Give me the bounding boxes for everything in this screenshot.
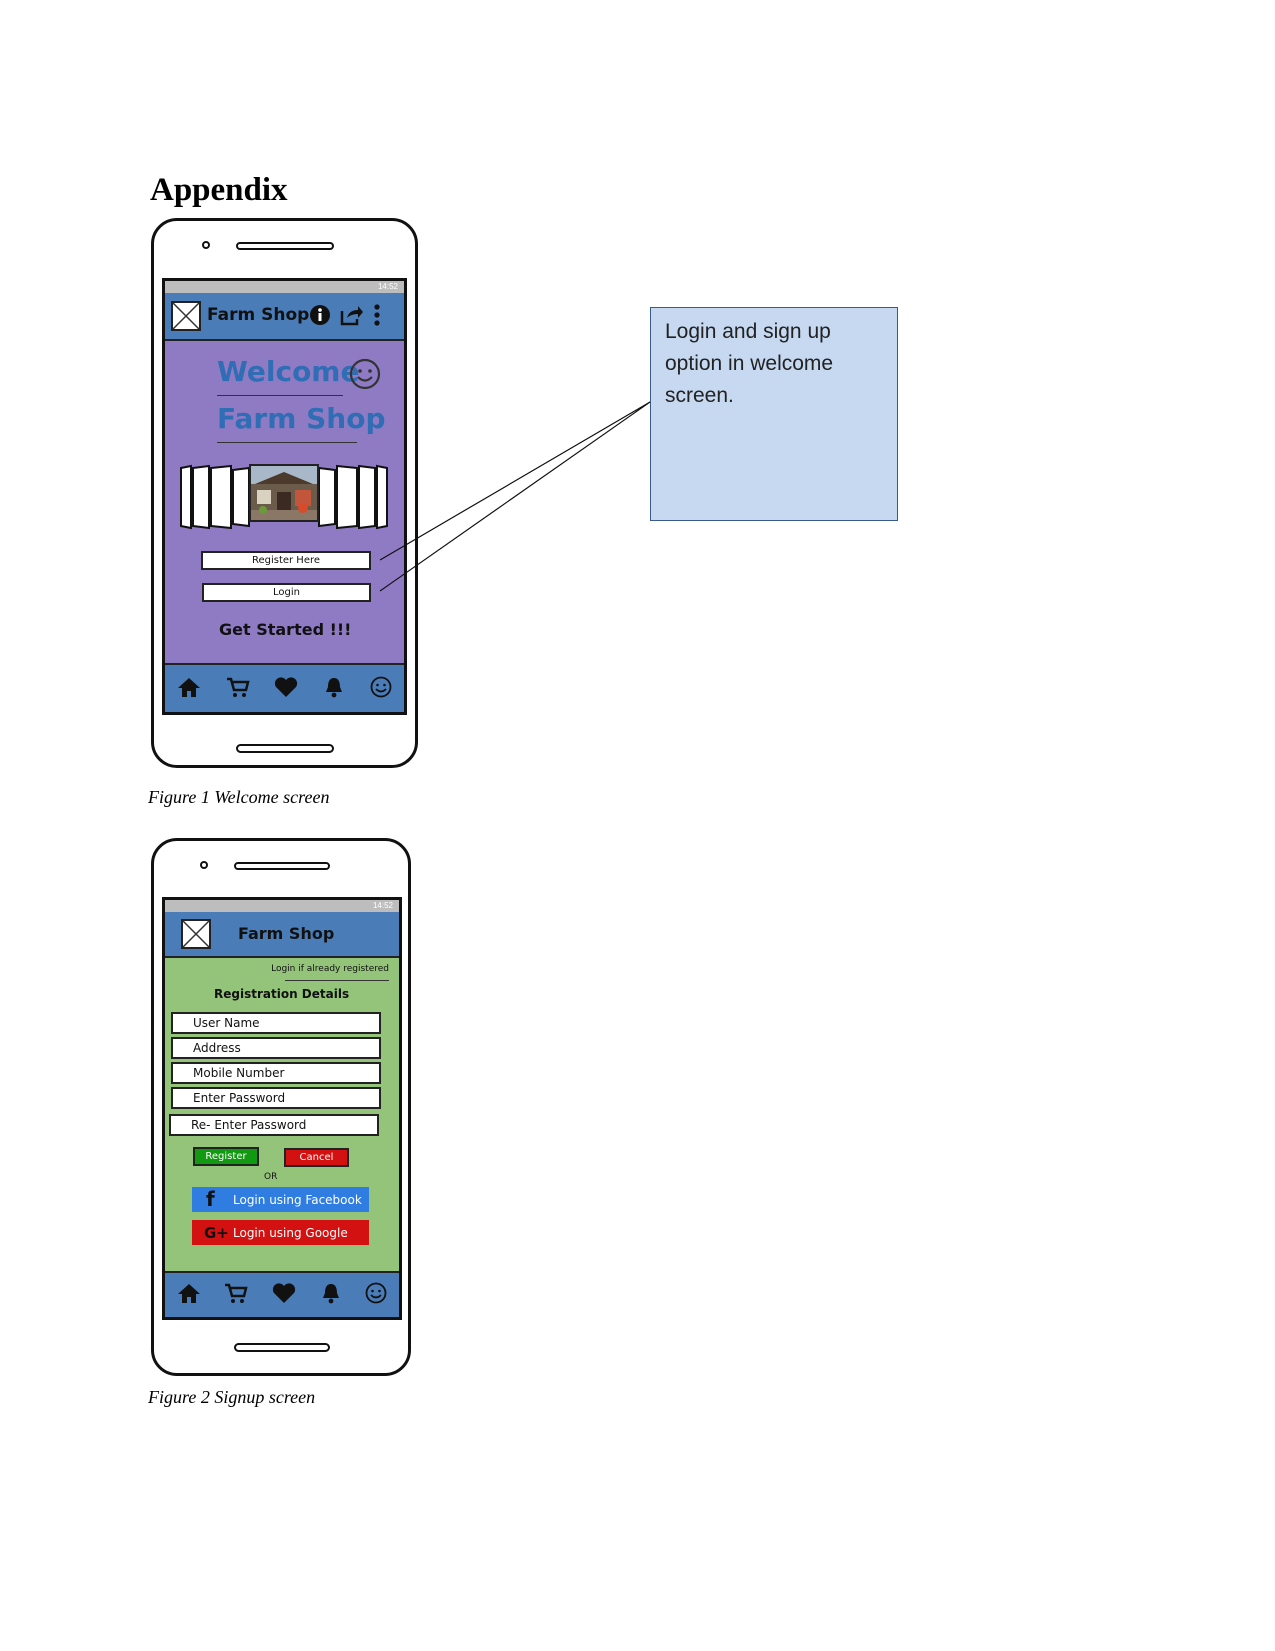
app-title: Farm Shop [207, 305, 310, 325]
bottom-navigation [165, 1271, 399, 1317]
welcome-screen: 14:52 Farm Shop Welcome Farm Shop [162, 278, 407, 715]
divider [217, 442, 357, 443]
home-hardware-button [236, 744, 334, 753]
get-started-text: Get Started !!! [219, 620, 352, 639]
status-bar: 14:52 [165, 900, 399, 912]
page-heading: Appendix [150, 172, 288, 208]
facebook-icon: f [206, 1187, 215, 1211]
heart-icon[interactable] [272, 1282, 296, 1308]
register-button[interactable]: Register [193, 1147, 259, 1166]
address-field[interactable]: Address [171, 1037, 381, 1059]
username-field[interactable]: User Name [171, 1012, 381, 1034]
smiley-icon [349, 358, 381, 395]
camera-dot [200, 861, 208, 869]
register-here-button[interactable]: Register Here [201, 551, 371, 570]
google-plus-icon: G+ [204, 1224, 229, 1242]
status-time: 14:52 [372, 901, 393, 910]
google-login-label: Login using Google [233, 1226, 348, 1240]
info-icon[interactable] [309, 304, 331, 331]
facebook-login-button[interactable]: f Login using Facebook [192, 1187, 369, 1212]
share-icon[interactable] [339, 303, 363, 332]
cart-icon[interactable] [226, 676, 250, 702]
signup-screen: 14:52 Farm Shop Login if already registe… [162, 897, 402, 1320]
google-login-button[interactable]: G+ Login using Google [192, 1220, 369, 1245]
home-icon[interactable] [177, 676, 201, 702]
app-title: Farm Shop [238, 924, 335, 943]
image-carousel[interactable] [179, 464, 389, 535]
earpiece [234, 862, 330, 870]
smiley-icon[interactable] [365, 1282, 387, 1308]
phone-frame-welcome: 14:52 Farm Shop Welcome Farm Shop [151, 218, 418, 768]
divider [285, 980, 389, 981]
confirm-password-field[interactable]: Re- Enter Password [169, 1114, 379, 1136]
figure-1-caption: Figure 1 Welcome screen [148, 787, 330, 807]
farm-shop-photo [249, 464, 319, 522]
bell-icon[interactable] [323, 676, 345, 702]
cancel-button[interactable]: Cancel [284, 1148, 349, 1167]
status-bar: 14:52 [165, 281, 404, 293]
heart-icon[interactable] [274, 676, 298, 702]
more-options-icon[interactable] [373, 304, 381, 331]
or-separator: OR [264, 1172, 278, 1182]
bell-icon[interactable] [320, 1282, 342, 1308]
figure-2-caption: Figure 2 Signup screen [148, 1387, 316, 1407]
app-bar: Farm Shop [165, 293, 404, 341]
welcome-heading: Welcome [217, 355, 360, 388]
app-logo-placeholder [181, 919, 211, 949]
home-icon[interactable] [177, 1282, 201, 1308]
camera-dot [202, 241, 210, 249]
app-logo-placeholder [171, 301, 201, 331]
status-time: 14:52 [377, 282, 398, 291]
facebook-login-label: Login using Facebook [233, 1193, 362, 1207]
annotation-callout: Login and sign up option in welcome scre… [650, 307, 898, 521]
cart-icon[interactable] [224, 1282, 248, 1308]
divider [217, 395, 343, 396]
home-hardware-button [234, 1343, 330, 1352]
app-bar: Farm Shop [165, 912, 399, 958]
shop-name-heading: Farm Shop [217, 402, 386, 435]
login-if-registered-link[interactable]: Login if already registered [271, 964, 389, 974]
phone-frame-signup: 14:52 Farm Shop Login if already registe… [151, 838, 411, 1376]
login-button[interactable]: Login [202, 583, 371, 602]
bottom-navigation [165, 663, 404, 712]
smiley-icon[interactable] [370, 676, 392, 702]
mobile-number-field[interactable]: Mobile Number [171, 1062, 381, 1084]
registration-details-heading: Registration Details [214, 987, 350, 1001]
password-field[interactable]: Enter Password [171, 1087, 381, 1109]
earpiece [236, 242, 334, 250]
